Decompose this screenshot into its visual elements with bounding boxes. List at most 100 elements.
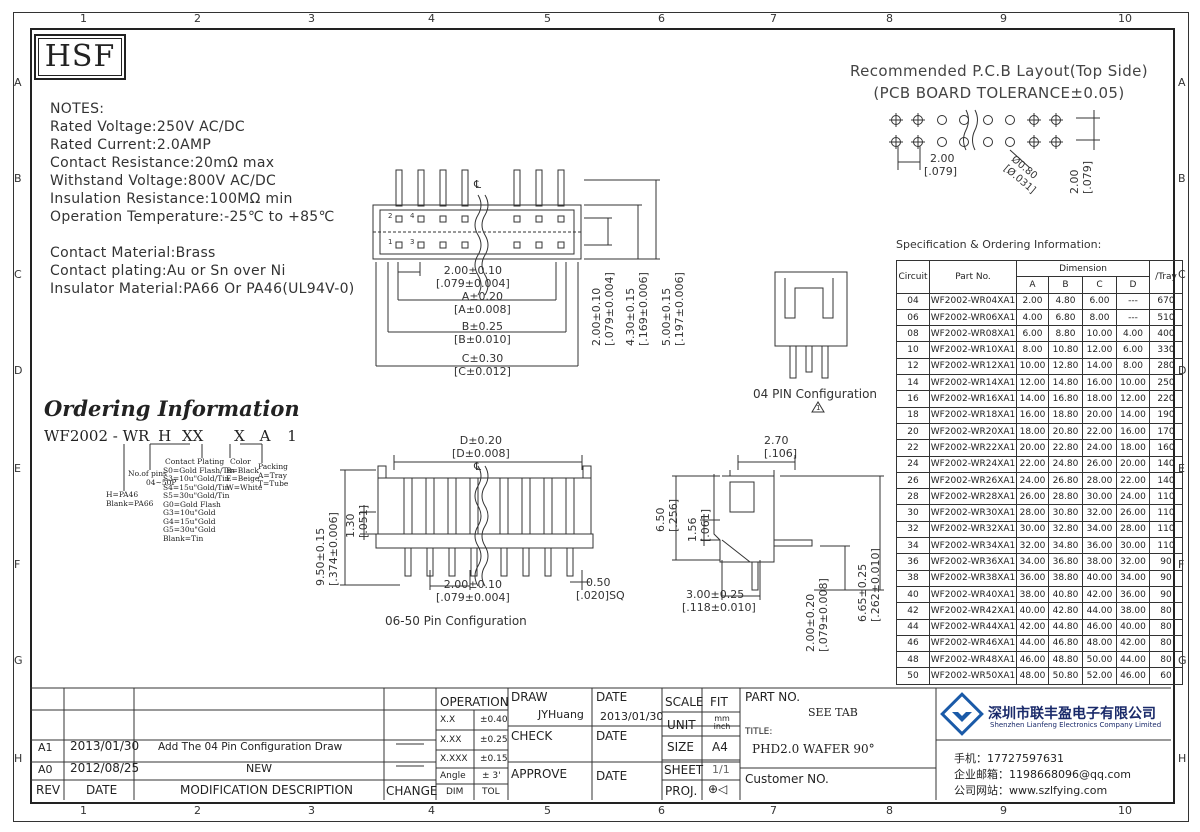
table-cell: 32.00 [1016, 537, 1049, 555]
sheet-value: 1/1 [712, 763, 730, 776]
company-phone: 手机：17727597631 [954, 752, 1064, 765]
table-cell: 40.80 [1048, 585, 1083, 604]
dim-pitch: 2.00±0.10[.079±0.004] [436, 264, 510, 290]
table-cell: 30.00 [1016, 520, 1049, 539]
proj-label: PROJ. [665, 784, 698, 798]
pcb-dim-pitch: 2.00[.079] [924, 152, 958, 178]
table-cell: 38.80 [1048, 569, 1083, 587]
table-cell: 330 [1149, 341, 1183, 359]
table-cell: 16.00 [1016, 406, 1049, 424]
ruler-label: 1 [80, 12, 87, 25]
table-cell: 36 [896, 553, 930, 571]
table-cell: WF2002-WR06XA1 [929, 308, 1017, 327]
table-cell: 26 [896, 471, 930, 490]
table-cell: 36.00 [1082, 537, 1117, 555]
ordering-title: Ordering Information [44, 396, 300, 421]
table-cell: 34.00 [1082, 520, 1117, 539]
table-cell: 28.00 [1016, 504, 1049, 522]
table-cell: 28.80 [1048, 488, 1083, 506]
rev-code: A1 [38, 741, 53, 754]
table-cell: 42.00 [1016, 618, 1049, 636]
pin04-mark: 1 [816, 404, 821, 412]
check-label: CHECK [511, 729, 553, 743]
modification-header: MODIFICATION DESCRIPTION [180, 783, 354, 797]
table-cell: WF2002-WR48XA1 [929, 651, 1017, 669]
ruler-label: H [14, 752, 23, 765]
scale-label: SCALE [665, 695, 704, 709]
ruler-label: 8 [886, 12, 893, 25]
notes: NOTES: Rated Voltage:250V AC/DC Rated Cu… [50, 100, 355, 298]
table-cell: --- [1116, 308, 1150, 327]
table-cell: 26.80 [1048, 471, 1083, 490]
dim-label: DIM [446, 787, 464, 797]
ruler-label: 7 [770, 12, 777, 25]
table-cell: 44.80 [1048, 618, 1083, 636]
table-cell: 24.00 [1016, 471, 1049, 490]
code-housing: H [158, 427, 172, 445]
table-cell: WF2002-WR16XA1 [929, 390, 1017, 408]
table-cell: 60 [1149, 667, 1183, 685]
dim-a: A±0.20[A±0.008] [454, 290, 511, 316]
table-cell: WF2002-WR10XA1 [929, 341, 1017, 359]
title-value: PHD2.0 WAFER 90° [752, 742, 875, 756]
table-cell: 30.00 [1082, 488, 1117, 506]
ruler-label: 1 [80, 804, 87, 817]
spec-title: Specification & Ordering Information: [896, 238, 1102, 251]
col-dimension: Dimension [1016, 259, 1150, 278]
table-cell: 14.00 [1116, 406, 1150, 424]
table-cell: 24.00 [1116, 488, 1150, 506]
ruler-label: B [1178, 172, 1186, 185]
table-cell: 8.00 [1082, 308, 1117, 327]
table-cell: 6.00 [1016, 325, 1049, 343]
center-mark: ℄ [474, 178, 482, 191]
table-cell: 32 [896, 520, 930, 539]
table-cell: 18.00 [1082, 390, 1117, 408]
table-cell: WF2002-WR12XA1 [929, 357, 1017, 376]
table-cell: 14 [896, 374, 930, 392]
rev-desc: NEW [246, 762, 273, 775]
table-cell: 48.00 [1016, 667, 1049, 685]
dim-v1: 2.00±0.10[.079±0.004] [590, 272, 616, 346]
col-c: C [1082, 276, 1117, 294]
company-name-cn: 深圳市联丰盈电子有限公司 [988, 706, 1156, 722]
table-cell: 6.00 [1082, 292, 1117, 310]
front-center-mark: ℄ [474, 460, 482, 473]
col-part: Part No. [929, 260, 1017, 294]
dim-c: C±0.30[C±0.012] [454, 352, 511, 378]
table-cell: 20.00 [1082, 406, 1117, 424]
ruler-label: 10 [1118, 12, 1132, 25]
company-email: 企业邮箱：1198668096@qq.com [954, 768, 1131, 781]
title-label: TITLE: [745, 727, 773, 737]
note-line: Withstand Voltage:800V AC/DC [50, 173, 277, 189]
table-cell: 12 [896, 357, 930, 376]
table-cell: 22 [896, 439, 930, 457]
notes-heading: NOTES: [50, 101, 105, 117]
ruler-label: 4 [428, 12, 435, 25]
dim-side-v1: 2.00±0.20[.079±0.008] [804, 578, 830, 652]
dim-side-v2: 6.65±0.25[.262±0.010] [856, 548, 882, 622]
note-line: Operation Temperature:-25℃ to +85℃ [50, 209, 335, 225]
table-cell: 34.80 [1048, 537, 1083, 555]
table-cell: 28.00 [1082, 471, 1117, 490]
ruler-label: H [1178, 752, 1187, 765]
table-cell: 170 [1149, 422, 1183, 441]
table-cell: 48.00 [1082, 634, 1117, 653]
material-line: Contact Material:Brass [50, 245, 216, 261]
table-cell: WF2002-WR38XA1 [929, 569, 1017, 587]
table-cell: 6.80 [1048, 308, 1083, 327]
note-line: Rated Voltage:250V AC/DC [50, 119, 245, 135]
table-cell: 38.00 [1116, 602, 1150, 620]
table-cell: WF2002-WR26XA1 [929, 471, 1017, 490]
table-cell: WF2002-WR08XA1 [929, 325, 1017, 343]
table-cell: WF2002-WR04XA1 [929, 292, 1017, 310]
outer-frame [13, 12, 1189, 822]
table-cell: 14.00 [1016, 390, 1049, 408]
